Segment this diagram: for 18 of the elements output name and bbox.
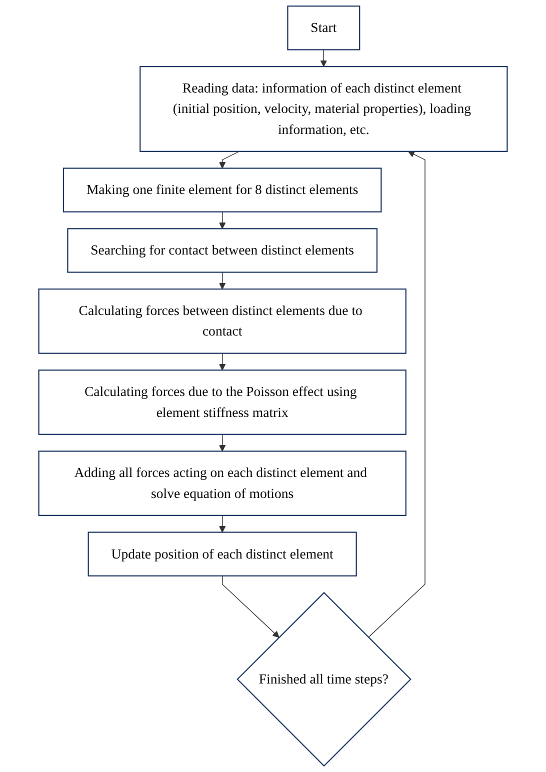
node-box: Calculating forces due to the Poisson effect using element stiffness matrix xyxy=(38,370,406,435)
node-box: Searching for contact between distinct elements xyxy=(67,228,378,273)
node-box: Start xyxy=(287,6,360,50)
arrow xyxy=(222,575,280,638)
node-box: Making one finite element for 8 distinct elements xyxy=(62,168,382,212)
node-box: Update position of each distinct element xyxy=(88,532,357,576)
node-box: Reading data: information of each distinct element (initial position, velocity, material properties), loading information, etc. xyxy=(140,66,508,152)
arrow xyxy=(218,352,226,370)
arrow xyxy=(218,211,226,229)
node-box: Adding all forces acting on each distinct element and solve equation of motions xyxy=(38,450,406,516)
arrow xyxy=(368,151,426,638)
arrow xyxy=(218,434,226,452)
arrow xyxy=(218,151,240,169)
arrow xyxy=(218,272,226,290)
arrow xyxy=(218,515,226,533)
arrow xyxy=(320,49,328,67)
node-diamond: Finished all time steps? xyxy=(236,592,412,767)
node-box: Calculating forces between distinct elements due to contact xyxy=(38,288,406,354)
